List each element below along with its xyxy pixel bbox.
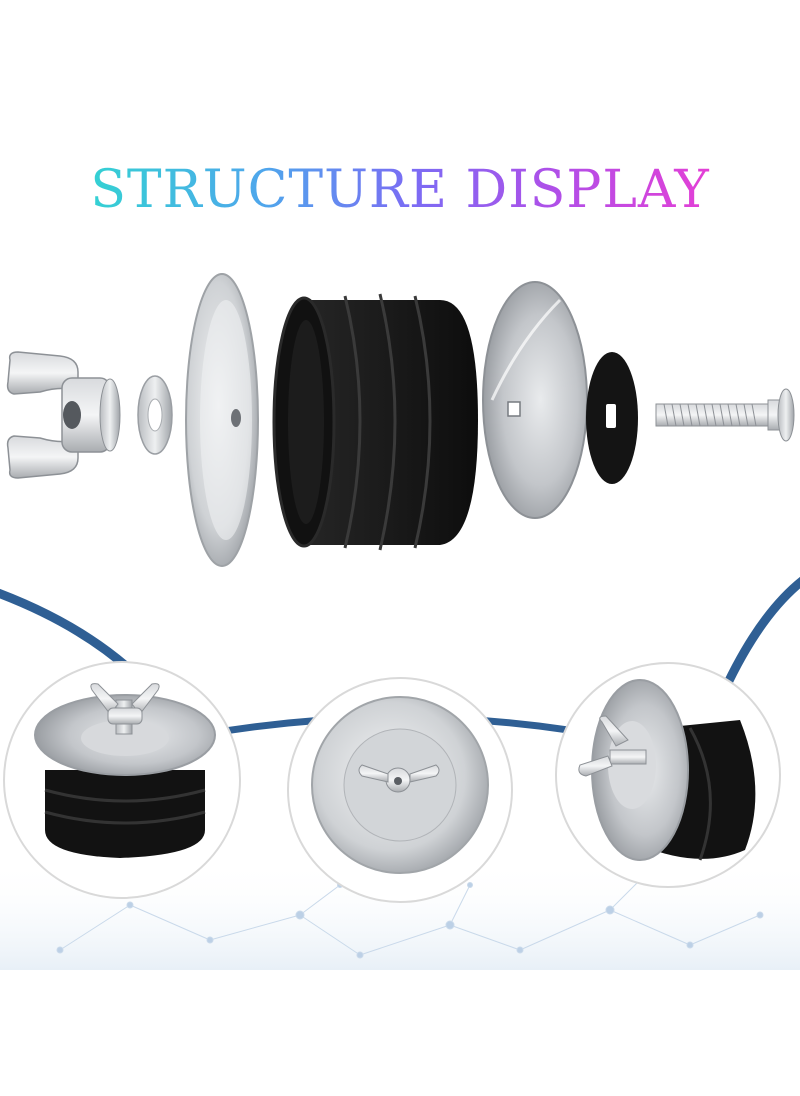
flat-metal-plate	[185, 273, 259, 567]
carriage-bolt	[655, 388, 795, 442]
page-title-text: STRUCTURE DISPLAY	[90, 160, 710, 220]
rubber-washer	[586, 352, 638, 484]
assembled-view-top	[287, 677, 513, 903]
arc-right	[715, 576, 800, 702]
rubber-sleeve	[272, 293, 478, 551]
curved-metal-plate	[482, 281, 588, 519]
flat-washer	[137, 375, 173, 455]
assembled-view-right	[555, 662, 781, 888]
wing-nut	[6, 351, 121, 479]
page-title: STRUCTURE DISPLAY	[0, 160, 800, 220]
assembled-view-left	[3, 661, 241, 899]
